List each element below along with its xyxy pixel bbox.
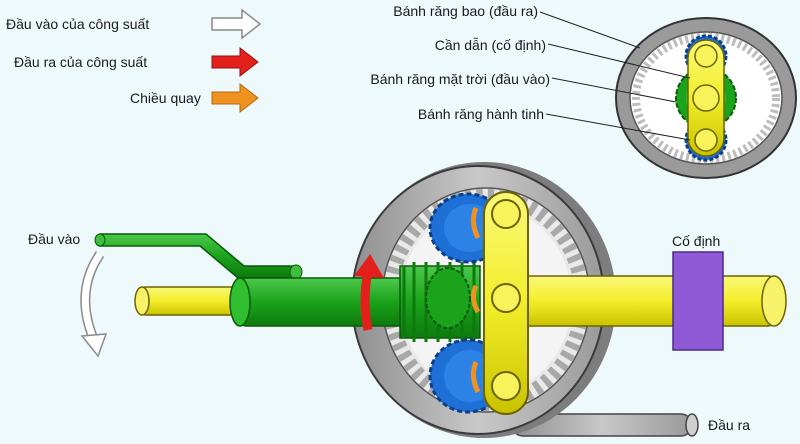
planet-gear-middle (425, 267, 471, 329)
red-right-arrow-icon (211, 46, 259, 78)
legend-output-power-label: Đầu ra của công suất (14, 54, 148, 70)
callout-carrier: Cần dẫn (cố định) (434, 37, 546, 53)
output-shaft-bottom (511, 413, 699, 437)
carrier-shaft (493, 275, 787, 327)
legend-input-power-label: Đầu vào của công suất (6, 16, 150, 32)
input-shaft (134, 286, 251, 316)
white-rotation-arrow-icon (80, 251, 108, 358)
input-lever (94, 233, 303, 280)
output-label: Đầu ra (708, 417, 751, 433)
inset-gearset (615, 17, 797, 179)
callout-sun-gear: Bánh răng mặt trời (đầu vào) (370, 71, 550, 87)
carrier (483, 191, 529, 415)
orange-right-arrow-icon (211, 82, 259, 114)
sun-shaft (229, 277, 409, 327)
fixed-bracket (672, 251, 724, 351)
red-rotation-arrow-icon (354, 254, 384, 331)
planet-rotation-arrows (470, 207, 481, 394)
callout-lines (539, 11, 691, 141)
fixed-label: Cố định (672, 233, 721, 249)
callout-planet-gear: Bánh răng hành tinh (417, 106, 544, 122)
input-label: Đầu vào (28, 231, 81, 247)
legend-rotation-label: Chiều quay (130, 90, 201, 106)
white-right-arrow-icon (211, 8, 262, 40)
callout-ring-gear: Bánh răng bao (đầu ra) (393, 3, 538, 19)
